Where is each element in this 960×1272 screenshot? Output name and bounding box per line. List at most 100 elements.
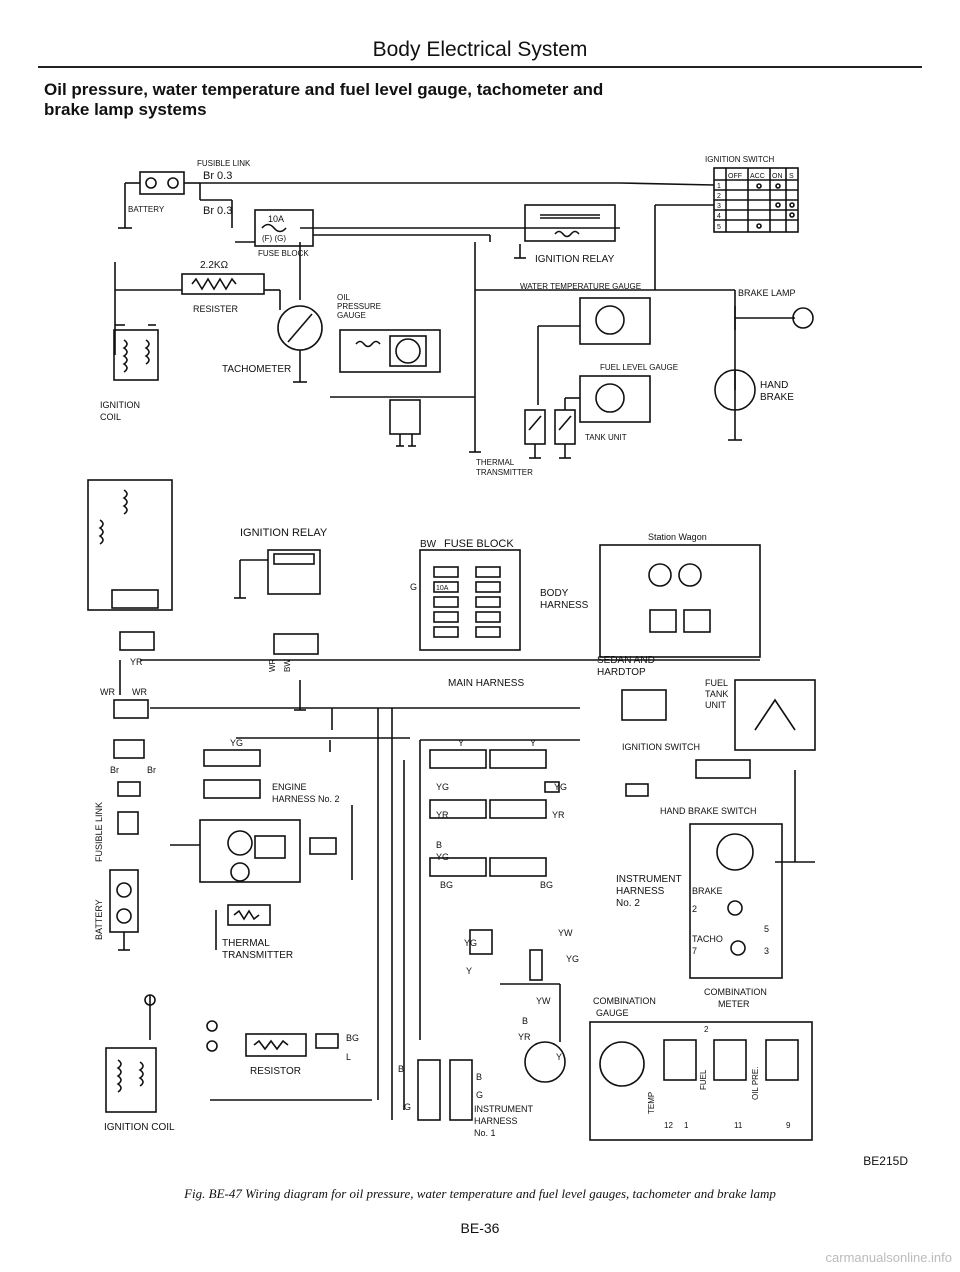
resister-label: RESISTER [193, 304, 239, 314]
switch-row-5: 5 [717, 224, 721, 231]
brake-lamp-top: BRAKE LAMP HAND BRAKE [714, 288, 814, 441]
tank-unit-label: TANK UNIT [585, 433, 627, 442]
instrument-harness-1-label-3: No. 1 [474, 1128, 496, 1138]
fusible-link-top-label: FUSIBLE LINK [197, 159, 251, 168]
tachometer-top: TACHOMETER [222, 305, 323, 383]
wire-b-2: B [522, 1016, 528, 1026]
ignition-coil-top: IGNITION COIL [100, 324, 159, 422]
brake-terminal-2: 2 [692, 904, 697, 914]
wire-l-resistor: L [346, 1052, 351, 1062]
header-rule [38, 66, 922, 68]
hand-brake-label-2: BRAKE [760, 392, 794, 403]
water-temp-gauge-top: WATER TEMPERATURE GAUGE [520, 282, 651, 405]
wire-br-1: Br 0.3 [203, 170, 232, 182]
fuse-block-top: 10A (F) (G) FUSE BLOCK [231, 200, 620, 258]
instrument-harness-1: YG Y YW YG YW B YR Y B G INSTRUMENT HARN… [398, 928, 579, 1138]
water-temp-gauge-label: WATER TEMPERATURE GAUGE [520, 282, 641, 291]
wire-br-2: Br 0.3 [203, 205, 232, 217]
switch-pos-acc: ACC [750, 173, 765, 180]
switch-row-1: 1 [717, 183, 721, 190]
wire-yg-2: YG [554, 782, 567, 792]
switch-row-3: 3 [717, 203, 721, 210]
switch-row-2: 2 [717, 193, 721, 200]
bottom-schematic: YR WR WR Br Br FUSIBLE LINK BATTERY IGNI… [87, 479, 816, 1141]
meter-label-temp: TEMP [647, 1092, 656, 1114]
wire-y-3: Y [556, 1052, 562, 1062]
body-harness-label-2: HARNESS [540, 600, 589, 611]
instrument-harness-2-label-3: No. 2 [616, 898, 640, 909]
top-schematic: BATTERY FUSIBLE LINK Br 0.3 Br 0.3 10A (… [100, 155, 814, 477]
combination-meter: BRAKE 2 TACHO 7 5 3 COMBINATION METER [689, 823, 783, 1009]
wire-b-1: B [436, 840, 442, 850]
hand-brake-label-1: HAND [760, 380, 788, 391]
thermal-transmitter-top-label-2: TRANSMITTER [476, 468, 533, 477]
wire-yg-1: YG [436, 782, 449, 792]
station-wagon-label: Station Wagon [648, 532, 707, 542]
fuse-10a-top: 10A [268, 214, 284, 224]
wire-yr-2: YR [436, 810, 449, 820]
tacho-label: TACHO [692, 934, 723, 944]
wire-yg-5: YG [566, 954, 579, 964]
fusible-link-top: FUSIBLE LINK Br 0.3 Br 0.3 [184, 159, 620, 217]
fuse-10a-bottom: 10A [436, 585, 449, 592]
meter-terminal-12: 12 [664, 1121, 673, 1130]
watermark: carmanualsonline.info [825, 1250, 952, 1265]
wire-yr-1: YR [130, 657, 143, 667]
thermal-transmitter-top-label-1: THERMAL [476, 458, 515, 467]
wire-wr-relay: WR [268, 658, 277, 672]
wire-yg-engine: YG [230, 738, 243, 748]
combination-meter-label-2: METER [718, 999, 750, 1009]
fuel-tank-unit-label-1: FUEL [705, 678, 728, 688]
switch-pos-on: ON [772, 173, 783, 180]
tachometer-label: TACHOMETER [222, 364, 291, 375]
combination-gauge-label-2: GAUGE [596, 1008, 629, 1018]
wire-yr-4: YR [518, 1032, 531, 1042]
fusible-link-bottom-label: FUSIBLE LINK [94, 802, 104, 862]
fuel-level-gauge-label: FUEL LEVEL GAUGE [600, 363, 678, 372]
body-harness-label-1: BODY [540, 588, 569, 599]
ignition-relay-top: IGNITION RELAY [514, 204, 616, 265]
combination-meter-label-1: COMBINATION [704, 987, 767, 997]
brake-terminal-5: 5 [764, 924, 769, 934]
engine-harness-label-2: HARNESS No. 2 [272, 794, 340, 804]
wire-yg-3: YG [436, 852, 449, 862]
ignition-coil-box [87, 479, 173, 611]
hand-brake-switch-label: HAND BRAKE SWITCH [660, 806, 757, 816]
meter-label-fuel: FUEL [699, 1069, 708, 1090]
fuel-tank-unit-label-2: TANK [705, 689, 728, 699]
brake-terminal-3: 3 [764, 946, 769, 956]
wire-b-3: B [476, 1072, 482, 1082]
resistor-label: RESISTOR [250, 1066, 301, 1077]
page-header: Body Electrical System [372, 38, 588, 61]
resister-top: 2.2KΩ RESISTER [114, 260, 281, 355]
wire-wr-left: WR [100, 687, 115, 697]
wire-yw-1: YW [558, 928, 573, 938]
wire-yr-3: YR [552, 810, 565, 820]
wire-bg-2: BG [540, 880, 553, 890]
ignition-relay-top-label: IGNITION RELAY [535, 254, 615, 265]
meter-terminal-1: 1 [684, 1121, 689, 1130]
wire-yw-2: YW [536, 996, 551, 1006]
fuse-fig-top: (F) (G) [262, 234, 286, 243]
meter-terminal-11: 11 [734, 1121, 743, 1130]
engine-harness-bottom: YG ENGINE HARNESS No. 2 [170, 737, 410, 883]
engine-harness-label-1: ENGINE [272, 782, 307, 792]
oil-pressure-gauge-top: OIL PRESSURE GAUGE [330, 293, 481, 453]
resistance-value: 2.2KΩ [200, 260, 229, 271]
combination-gauge-label-1: COMBINATION [593, 996, 656, 1006]
wire-y-top-2: Y [530, 738, 536, 748]
battery-top-label: BATTERY [128, 205, 165, 214]
sedan-hardtop-label-2: HARDTOP [597, 667, 646, 678]
brake-lamp-label: BRAKE LAMP [738, 288, 796, 298]
ignition-coil-top-label-1: IGNITION [100, 400, 140, 410]
wire-bg-1: BG [440, 880, 453, 890]
section-title-line-2: brake lamp systems [44, 100, 207, 119]
instrument-harness-2: Y Y YG YG YR YR B YG BG BG INSTRUMENT HA… [419, 738, 682, 1040]
instrument-harness-1-label-2: HARNESS [474, 1116, 518, 1126]
fuse-block-top-label: FUSE BLOCK [258, 249, 309, 258]
thermal-transmitter-top: THERMAL TRANSMITTER TANK UNIT [476, 409, 627, 477]
wire-bg-resistor: BG [346, 1033, 359, 1043]
ignition-coil-top-label-2: COIL [100, 412, 121, 422]
battery-top: BATTERY [118, 171, 185, 229]
ignition-coil-bottom: IGNITION COIL [104, 994, 218, 1133]
